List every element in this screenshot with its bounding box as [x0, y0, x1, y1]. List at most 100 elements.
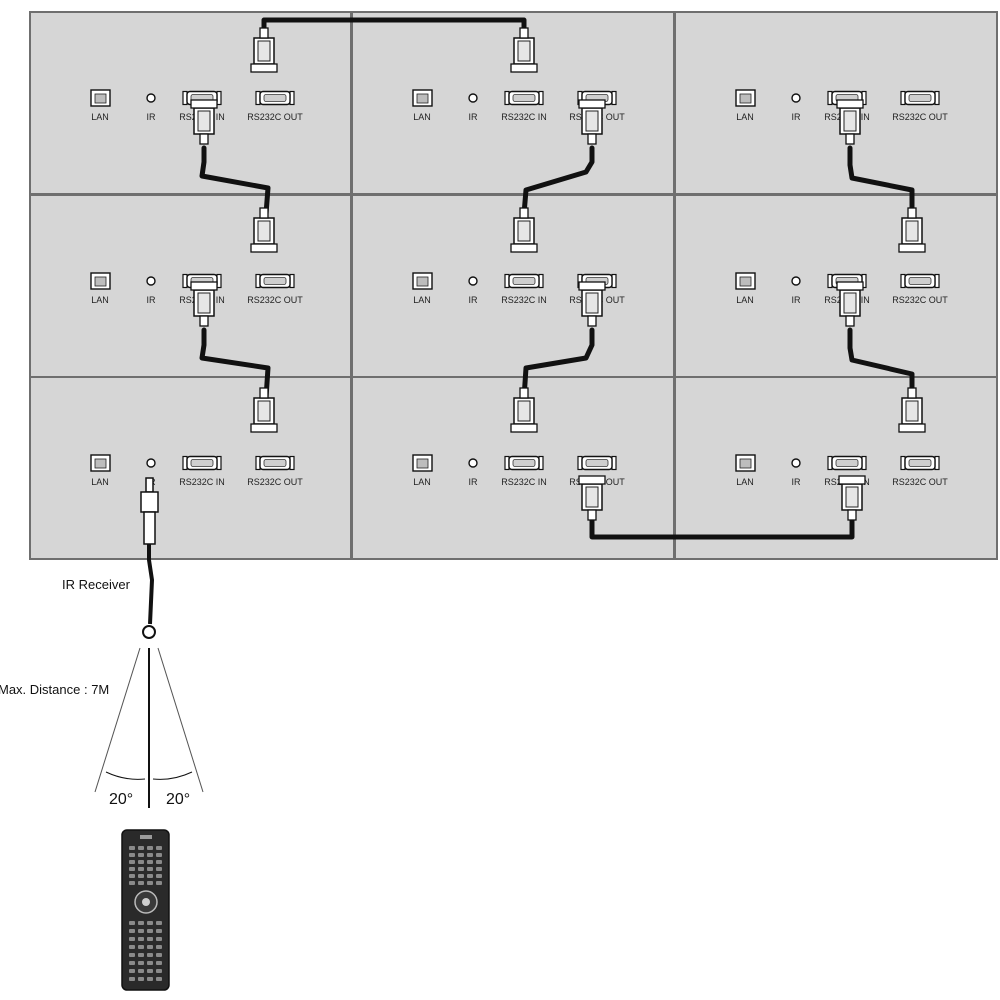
rs232c-in-label: RS232C IN — [501, 112, 547, 122]
angle-left-label: 20° — [109, 791, 133, 808]
rs232c-out-label: RS232C OUT — [247, 112, 303, 122]
lan-label: LAN — [736, 112, 754, 122]
rs232c-out-port-icon — [577, 455, 617, 471]
remote-control-icon — [121, 829, 170, 991]
rs232c-in-port-icon — [504, 90, 544, 106]
ir-label: IR — [469, 477, 479, 487]
angle-arc-left — [105, 771, 146, 780]
lan-port-icon — [735, 89, 756, 107]
db9-plug-icon — [578, 475, 606, 521]
ir-label: IR — [469, 112, 479, 122]
rs232c-out-port-icon — [900, 273, 940, 289]
ir-receiver-cable — [147, 544, 155, 625]
db9-plug-icon — [836, 281, 864, 327]
ir-port-icon — [146, 276, 156, 286]
lan-port-icon — [90, 454, 111, 472]
lan-port-icon — [412, 272, 433, 290]
ir-port-icon — [468, 276, 478, 286]
lan-label: LAN — [91, 295, 109, 305]
angle-arc-right — [152, 771, 193, 780]
rs232c-out-label: RS232C OUT — [892, 477, 948, 487]
rs232c-out-label: RS232C OUT — [247, 477, 303, 487]
ir-port-icon — [468, 93, 478, 103]
ir-port-icon — [468, 458, 478, 468]
cable-r1c2-to-r2c2 — [521, 145, 595, 217]
rs232c-in-port-icon — [827, 455, 867, 471]
ir-port-icon — [791, 93, 801, 103]
ir-cone-right-edge — [157, 647, 204, 793]
db9-plug-icon — [250, 27, 278, 73]
rs232c-out-label: RS232C OUT — [892, 295, 948, 305]
rs232c-in-port-icon — [504, 455, 544, 471]
ir-label: IR — [469, 295, 479, 305]
ir-port-icon — [791, 276, 801, 286]
db9-plug-icon — [898, 207, 926, 253]
rs232c-out-port-icon — [255, 90, 295, 106]
db9-plug-icon — [250, 207, 278, 253]
rs232c-out-label: RS232C OUT — [247, 295, 303, 305]
ir-receiver-label: IR Receiver — [62, 577, 131, 592]
db9-connectors — [190, 27, 926, 521]
max-distance-label: Max. Distance : 7M — [0, 682, 109, 697]
rs232c-in-label: RS232C IN — [179, 477, 225, 487]
lan-label: LAN — [413, 477, 431, 487]
angle-right-label: 20° — [166, 791, 190, 808]
lan-port-icon — [90, 272, 111, 290]
lan-port-icon — [735, 454, 756, 472]
ir-sensor-icon — [142, 625, 156, 639]
lan-port-icon — [412, 454, 433, 472]
lan-port-icon — [90, 89, 111, 107]
db9-plug-icon — [898, 387, 926, 433]
cable-r2c3-to-r1c3 — [847, 145, 915, 217]
db9-plug-icon — [510, 387, 538, 433]
lan-label: LAN — [736, 477, 754, 487]
db9-plug-icon — [510, 207, 538, 253]
rs232c-out-port-icon — [900, 90, 940, 106]
rs232c-in-label: RS232C IN — [501, 295, 547, 305]
ir-label: IR — [792, 112, 802, 122]
ir-label: IR — [792, 477, 802, 487]
db9-plug-icon — [578, 281, 606, 327]
rs232c-out-port-icon — [255, 273, 295, 289]
cable-r3c3-to-r2c3 — [847, 327, 915, 401]
db9-plug-icon — [838, 475, 866, 521]
db9-plug-icon — [510, 27, 538, 73]
lan-label: LAN — [91, 477, 109, 487]
cable-r2c2-to-r2c1 — [199, 145, 271, 217]
rs232c-out-label: RS232C OUT — [892, 112, 948, 122]
db9-plug-icon — [190, 281, 218, 327]
rs232c-in-port-icon — [504, 273, 544, 289]
cable-r2c1-to-r3c1 — [199, 327, 271, 401]
db9-plug-icon — [190, 99, 218, 145]
ir-receiver-assembly: IR Receiver Max. Distance : 7M 20° 20° — [0, 477, 204, 808]
ir-port-icon — [791, 458, 801, 468]
lan-label: LAN — [736, 295, 754, 305]
cable-r3c2-to-r3c3 — [589, 511, 855, 540]
ir-port-icon — [146, 458, 156, 468]
lan-port-icon — [735, 272, 756, 290]
ir-label: IR — [147, 112, 157, 122]
lan-label: LAN — [413, 112, 431, 122]
cable-r3c1-to-r3c2 — [521, 327, 595, 401]
rs232c-out-port-icon — [255, 455, 295, 471]
rs232c-out-port-icon — [900, 455, 940, 471]
db9-plug-icon — [250, 387, 278, 433]
ir-cone-left-edge — [94, 647, 141, 793]
ir-port-icon — [146, 93, 156, 103]
ir-label: IR — [147, 295, 157, 305]
rs232c-in-port-icon — [182, 455, 222, 471]
lan-label: LAN — [413, 295, 431, 305]
rs232c-in-label: RS232C IN — [501, 477, 547, 487]
db9-plug-icon — [836, 99, 864, 145]
lan-label: LAN — [91, 112, 109, 122]
